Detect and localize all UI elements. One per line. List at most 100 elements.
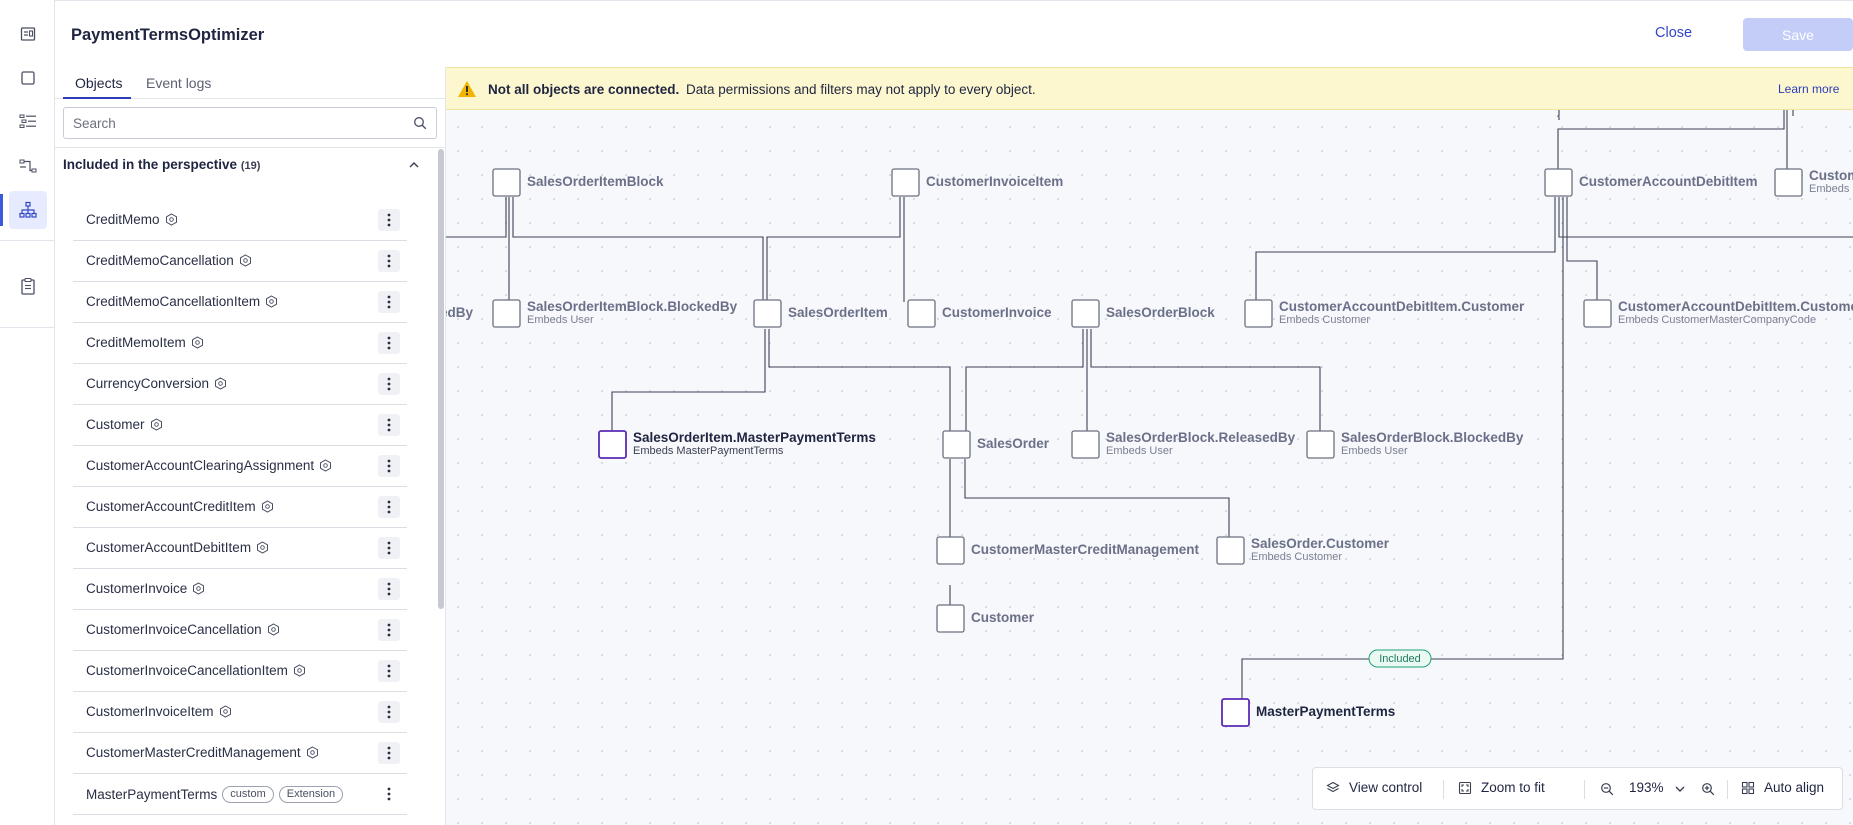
toolbar-divider — [1584, 780, 1585, 799]
node-box[interactable] — [1544, 168, 1573, 197]
more-options-button[interactable] — [378, 250, 400, 272]
graph-node-cust[interactable]: Customer — [936, 604, 1035, 633]
node-box[interactable] — [1306, 430, 1335, 459]
more-options-button[interactable] — [378, 373, 400, 395]
more-options-button[interactable] — [378, 742, 400, 764]
graph-node-cadi_cmcc[interactable]: CustomerAccountDebitItem.CustomerMEmbeds… — [1583, 299, 1853, 328]
more-options-button[interactable] — [378, 209, 400, 231]
node-box[interactable] — [1244, 299, 1273, 328]
tab-objects[interactable]: Objects — [75, 75, 123, 91]
object-label: CreditMemo — [86, 212, 160, 227]
list-item[interactable]: CustomerMasterCreditManagement — [73, 733, 407, 774]
tab-event-logs[interactable]: Event logs — [146, 75, 212, 91]
list-item[interactable]: CustomerAccountClearingAssignment — [73, 446, 407, 487]
rail-square[interactable] — [0, 58, 55, 98]
list-item[interactable]: CustomerInvoice — [73, 569, 407, 610]
object-type-icon — [215, 377, 227, 390]
node-box[interactable] — [1071, 299, 1100, 328]
more-options-button[interactable] — [378, 496, 400, 518]
graph-node-cadi_c[interactable]: CustomerAccountDebitItem.CustomerEmbeds … — [1244, 299, 1525, 328]
node-label: SalesOrderItemBlock — [527, 174, 664, 189]
more-options-button[interactable] — [378, 291, 400, 313]
list-item[interactable]: CustomerAccountCreditItem — [73, 487, 407, 528]
graph-node-soib[interactable]: SalesOrderItemBlock — [492, 168, 664, 197]
more-options-button[interactable] — [378, 619, 400, 641]
list-item[interactable]: CustomerInvoiceCancellationItem — [73, 651, 407, 692]
close-button[interactable]: Close — [1655, 25, 1693, 41]
graph-node-ci[interactable]: CustomerInvoice — [907, 299, 1052, 328]
graph-node-soi_mpt[interactable]: SalesOrderItem.MasterPaymentTermsEmbeds … — [598, 430, 876, 459]
search-input[interactable] — [64, 108, 404, 138]
zoom-level[interactable]: 193% — [1629, 780, 1664, 795]
node-box[interactable] — [942, 430, 971, 459]
rail-list[interactable] — [0, 101, 55, 141]
more-options-button[interactable] — [378, 578, 400, 600]
object-name: CustomerAccountClearingAssignment — [86, 458, 332, 473]
more-options-button[interactable] — [378, 455, 400, 477]
more-options-button[interactable] — [378, 414, 400, 436]
more-options-button[interactable] — [378, 660, 400, 682]
panel-scrollbar[interactable] — [438, 149, 444, 609]
graph-node-cii[interactable]: CustomerInvoiceItem — [891, 168, 1063, 197]
list-item[interactable]: CreditMemoCancellationItem — [73, 282, 407, 323]
node-box[interactable] — [907, 299, 936, 328]
node-box[interactable] — [492, 299, 521, 328]
graph-node-mpt[interactable]: MasterPaymentTerms — [1221, 698, 1395, 727]
badge-text: Included — [1379, 653, 1421, 665]
node-box[interactable] — [1583, 299, 1612, 328]
node-box[interactable] — [1774, 168, 1803, 197]
zoom-in-icon[interactable] — [1701, 782, 1715, 796]
node-box[interactable] — [891, 168, 920, 197]
node-box[interactable] — [936, 604, 965, 633]
list-item[interactable]: CreditMemo — [73, 200, 407, 241]
graph-node-cadi[interactable]: CustomerAccountDebitItem — [1544, 168, 1758, 197]
more-options-button[interactable] — [378, 332, 400, 354]
more-options-button[interactable] — [378, 701, 400, 723]
node-box[interactable] — [1071, 430, 1100, 459]
rail-flow[interactable] — [0, 146, 55, 186]
node-box[interactable] — [753, 299, 782, 328]
graph-node-soi[interactable]: SalesOrderItem — [753, 299, 888, 328]
zoom-to-fit-button[interactable]: Zoom to fit — [1458, 780, 1545, 795]
graph-node-sob[interactable]: SalesOrderBlock — [1071, 299, 1215, 328]
object-name: CreditMemoCancellationItem — [86, 294, 278, 309]
zoom-out-icon[interactable] — [1600, 782, 1614, 796]
chevron-down-icon[interactable] — [1674, 784, 1686, 794]
graph-canvas[interactable]: Not all objects are connected. Data perm… — [446, 67, 1853, 825]
node-box[interactable] — [1221, 698, 1250, 727]
rail-clipboard[interactable] — [0, 266, 55, 306]
list-item[interactable]: CustomerInvoiceItem — [73, 692, 407, 733]
save-button[interactable]: Save — [1743, 18, 1853, 51]
node-box[interactable] — [492, 168, 521, 197]
graph-node-custom_right[interactable]: CustomEmbeds — [1774, 168, 1853, 197]
search-icon[interactable] — [413, 116, 427, 130]
list-item[interactable]: CurrencyConversion — [73, 364, 407, 405]
graph-node-edby[interactable]: edBy — [446, 305, 474, 320]
node-box[interactable] — [1216, 536, 1245, 565]
left-rail — [0, 0, 55, 825]
list-item[interactable]: CreditMemoCancellation — [73, 241, 407, 282]
chevron-up-icon[interactable] — [408, 160, 420, 170]
learn-more-link[interactable]: Learn more — [1778, 82, 1840, 96]
more-options-button[interactable] — [378, 783, 400, 805]
rail-hierarchy[interactable] — [0, 190, 55, 230]
node-box[interactable] — [598, 430, 627, 459]
hierarchy-icon — [18, 201, 37, 218]
list-item[interactable]: CustomerInvoiceCancellation — [73, 610, 407, 651]
list-item[interactable]: CreditMemoItem — [73, 323, 407, 364]
graph-node-cmcm[interactable]: CustomerMasterCreditManagement — [936, 536, 1200, 565]
section-header[interactable]: Included in the perspective (19) — [63, 157, 260, 172]
rail-dashboard[interactable] — [0, 14, 55, 54]
auto-align-button[interactable]: Auto align — [1741, 780, 1824, 795]
graph-node-so[interactable]: SalesOrder — [942, 430, 1050, 459]
list-item[interactable]: Customer — [73, 405, 407, 446]
list-item[interactable]: CustomerAccountDebitItem — [73, 528, 407, 569]
node-box[interactable] — [936, 536, 965, 565]
view-control-button[interactable]: View control — [1326, 780, 1422, 795]
more-options-button[interactable] — [378, 537, 400, 559]
